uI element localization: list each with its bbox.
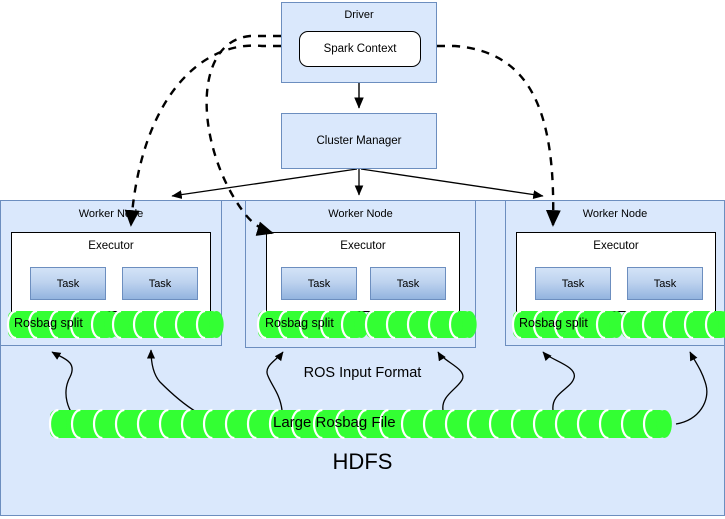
cluster-manager-box: Cluster Manager xyxy=(281,113,437,169)
task-0-1[interactable]: Task xyxy=(122,267,198,300)
rosbag-split-cylinder-2-0 xyxy=(511,309,624,340)
executor-0: Executor Task Task xyxy=(11,232,211,312)
edge-spark-context-to-executor-2 xyxy=(437,44,561,227)
hdfs-label: HDFS xyxy=(332,449,393,474)
rosbag-split-cylinder-2-1 xyxy=(620,309,725,340)
task-0-0[interactable]: Task xyxy=(30,267,106,300)
rosbag-split-cylinder-0-1 xyxy=(111,309,224,340)
rosbag-split-cylinder-1-0 xyxy=(256,309,369,340)
worker-node-1: Worker Node Executor Task Task xyxy=(245,200,476,348)
edge-cluster-manager-to-worker-0 xyxy=(171,168,358,199)
task-2-1[interactable]: Task xyxy=(627,267,703,300)
edge-spark-context-to-executor-1 xyxy=(205,34,281,236)
rosbag-split-label-0: Rosbag split xyxy=(14,316,83,330)
task-1-0[interactable]: Task xyxy=(281,267,357,300)
worker-node-label: Worker Node xyxy=(582,208,648,220)
large-rosbag-file-label: Large Rosbag File xyxy=(273,414,396,431)
rosbag-split-label-1: Rosbag split xyxy=(265,316,334,330)
edge-file-to-split-2a xyxy=(542,351,575,411)
rosbag-split-cylinder-1-1 xyxy=(364,309,477,340)
edge-file-to-split-1b xyxy=(437,351,464,411)
driver-label: Driver xyxy=(344,9,374,21)
executor-label: Executor xyxy=(88,240,134,252)
task-1-1[interactable]: Task xyxy=(370,267,446,300)
executor-label: Executor xyxy=(340,240,386,252)
task-2-0[interactable]: Task xyxy=(535,267,611,300)
ros-input-format-label: ROS Input Format xyxy=(303,365,422,381)
rosbag-split-label-2: Rosbag split xyxy=(519,316,588,330)
driver-box: Driver Spark Context xyxy=(281,2,437,83)
worker-node-label: Worker Node xyxy=(328,208,393,220)
edge-file-to-split-2b xyxy=(675,351,708,425)
large-rosbag-file-cylinder xyxy=(48,408,672,440)
edge-file-to-split-1a xyxy=(266,351,284,411)
edge-cluster-manager-to-worker-2 xyxy=(360,168,544,199)
edge-spark-context-to-executor-0 xyxy=(124,44,281,227)
executor-label: Executor xyxy=(593,240,639,252)
spark-context-box[interactable]: Spark Context xyxy=(299,31,421,67)
